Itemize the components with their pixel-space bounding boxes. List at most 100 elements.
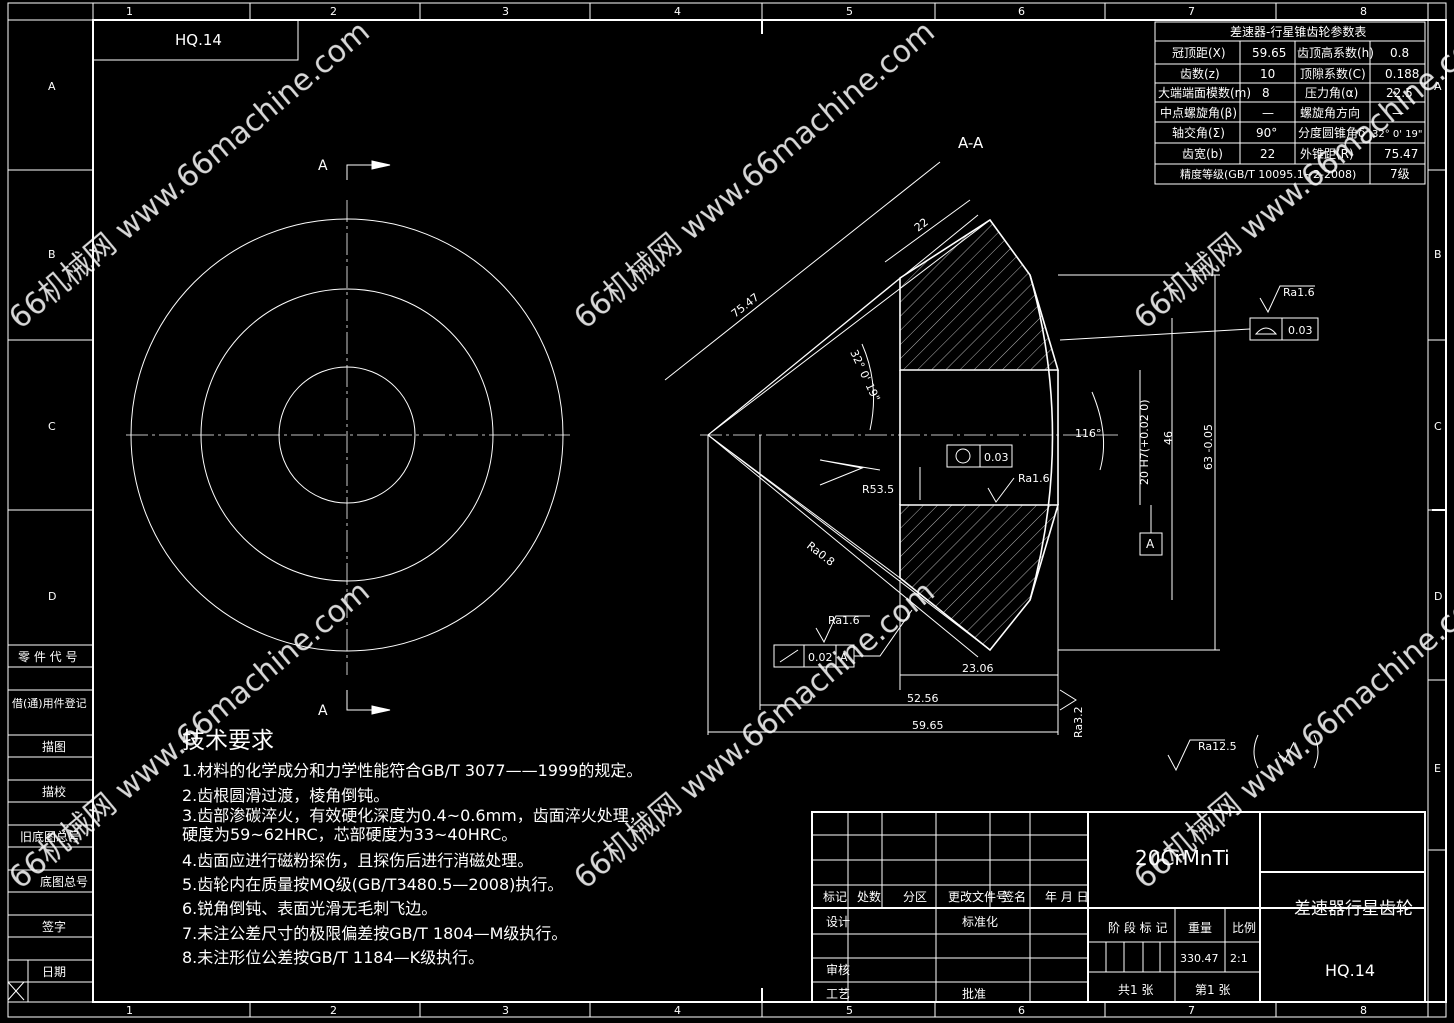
gtol-value-2: 0.03 xyxy=(1288,324,1313,337)
watermark-text: 66机械网 www.66machine.com xyxy=(568,14,942,336)
col-label: 8 xyxy=(1360,5,1367,18)
param-cell: 冠顶距(X) xyxy=(1172,46,1226,60)
col-label: 3 xyxy=(502,1004,509,1017)
roughness-general: Ra12.5 xyxy=(1198,740,1237,753)
section-mark-bottom: A xyxy=(318,703,328,719)
side-label: 旧底图总号 xyxy=(20,829,80,844)
rev-header: 处数 xyxy=(857,889,881,904)
tech-line: 5.齿轮内在质量按MQ级(GB/T3480.5—2008)执行。 xyxy=(182,875,563,894)
param-cell: — xyxy=(1262,106,1274,120)
dim-flat-width: 23.06 xyxy=(962,662,994,675)
roughness-1: Ra1.6 xyxy=(1018,472,1050,485)
tech-title: 技术要求 xyxy=(182,728,274,754)
param-cell: 大端端面模数(m) xyxy=(1158,85,1251,100)
tb-sheet-no: 第1 张 xyxy=(1195,983,1230,997)
col-label: 2 xyxy=(330,1004,337,1017)
param-cell: 90° xyxy=(1256,126,1277,140)
col-label: 5 xyxy=(846,5,853,18)
section-view: A-A 75.47 22 32° 0' 19" 116° R53.5 Ra0.8 xyxy=(664,134,1319,772)
tb-design: 设计 xyxy=(826,915,850,929)
watermark-text: 66机械网 www.66machine.com xyxy=(3,14,377,336)
tech-line: 8.未注形位公差按GB/T 1184—K级执行。 xyxy=(182,948,484,967)
tech-line: 7.未注公差尺寸的极限偏差按GB/T 1804—M级执行。 xyxy=(182,924,567,943)
side-label: 描图 xyxy=(42,740,66,754)
col-label: 4 xyxy=(674,5,681,18)
col-label: 7 xyxy=(1188,1004,1195,1017)
rev-header: 签名 xyxy=(1002,889,1026,904)
dim-hub-dia: 46 xyxy=(1162,431,1175,445)
tb-scale-label: 比例 xyxy=(1232,921,1256,935)
param-cell: 齿宽(b) xyxy=(1182,146,1223,161)
tb-scale: 2:1 xyxy=(1230,952,1248,965)
row-label: B xyxy=(48,248,56,261)
section-title: A-A xyxy=(958,134,984,152)
row-label: C xyxy=(1434,420,1442,433)
side-panel: 零 件 代 号 借(通)用件登记 描图 描校 旧底图总号 底图总号 签字 日期 xyxy=(7,644,93,1002)
col-label: 2 xyxy=(330,5,337,18)
param-cell: 22.5 xyxy=(1386,86,1413,100)
param-table-title: 差速器-行星锥齿轮参数表 xyxy=(1230,24,1366,39)
param-cell: 10 xyxy=(1260,67,1275,81)
dim-tip-fillet: Ra0.8 xyxy=(804,539,837,569)
col-label: 6 xyxy=(1018,1004,1025,1017)
roughness-4: Ra3.2 xyxy=(1072,706,1085,738)
row-label: C xyxy=(48,420,56,433)
tb-stage-mark: 阶 段 标 记 xyxy=(1108,920,1167,935)
param-cell: 顶隙系数(C) xyxy=(1300,66,1366,81)
title-drawing-no: HQ.14 xyxy=(1325,961,1375,980)
rev-header: 更改文件号 xyxy=(948,889,1008,904)
roughness-2: Ra1.6 xyxy=(1283,286,1315,299)
title-material: 20CrMnTi xyxy=(1135,846,1230,870)
col-label: 3 xyxy=(502,5,509,18)
section-mark-top: A xyxy=(318,158,328,174)
tech-line: 2.齿根圆滑过渡，棱角倒钝。 xyxy=(182,786,389,805)
param-cell: 分度圆锥角δ xyxy=(1298,125,1365,140)
dim-face-width: 22 xyxy=(912,216,931,235)
param-table: 差速器-行星锥齿轮参数表 冠顶距(X) 59.65 齿顶高系数(h) 0.8 齿… xyxy=(1154,21,1426,185)
side-label: 底图总号 xyxy=(40,874,88,889)
tech-line: 4.齿面应进行磁粉探伤，且探伤后进行消磁处理。 xyxy=(182,851,533,870)
watermark-text: 66机械网 www.66machine.com xyxy=(568,574,942,896)
side-label: 描校 xyxy=(42,784,66,799)
title-part-name: 差速器行星齿轮 xyxy=(1294,899,1413,919)
datum-label: A xyxy=(1146,537,1155,551)
tech-line: 1.材料的化学成分和力学性能符合GB/T 3077——1999的规定。 xyxy=(182,761,642,780)
roughness-3: Ra1.6 xyxy=(828,614,860,627)
param-cell: 59.65 xyxy=(1252,46,1286,60)
param-accuracy-label: 精度等级(GB/T 10095.1~2-2008) xyxy=(1180,167,1356,181)
gtol-datum-ref: A xyxy=(840,651,848,664)
param-accuracy-value: 7级 xyxy=(1390,167,1410,181)
dim-outer-dia: 63 -0.05 xyxy=(1202,424,1215,470)
side-label: 零 件 代 号 xyxy=(18,650,77,664)
side-label: 签字 xyxy=(42,919,66,934)
param-cell: 75.47 xyxy=(1384,147,1418,161)
side-label: 日期 xyxy=(42,965,66,979)
param-cell: 齿数(z) xyxy=(1180,66,1220,81)
param-cell: — xyxy=(1392,106,1404,120)
front-view: A A xyxy=(126,158,570,719)
row-label: B xyxy=(1434,248,1442,261)
tb-process: 工艺 xyxy=(826,987,850,1001)
rev-header: 年 月 日 xyxy=(1045,890,1089,904)
param-cell: 0.188 xyxy=(1385,67,1419,81)
drawing-number-box: HQ.14 xyxy=(93,20,299,61)
col-label: 5 xyxy=(846,1004,853,1017)
tech-line: 3.齿部渗碳淬火，有效硬化深度为0.4~0.6mm，齿面淬火处理， xyxy=(182,806,645,825)
row-label: A xyxy=(48,80,56,93)
gtol-value-1: 0.03 xyxy=(984,451,1009,464)
param-cell: 0.8 xyxy=(1390,46,1409,60)
dim-back-angle: 116° xyxy=(1075,427,1102,440)
col-label: 1 xyxy=(126,1004,133,1017)
watermark-text: 66机械网 www.66machine.com xyxy=(1128,574,1454,896)
rev-header: 分区 xyxy=(903,890,927,904)
tech-line: 硬度为59~62HRC，芯部硬度为33~40HRC。 xyxy=(182,825,517,844)
dim-length-2: 59.65 xyxy=(912,719,944,732)
tb-check: 审核 xyxy=(826,962,850,977)
dim-pitch-angle: 32° 0' 19" xyxy=(847,348,882,404)
col-label: 7 xyxy=(1188,5,1195,18)
param-cell: 8 xyxy=(1262,86,1270,100)
tb-sheets-total: 共1 张 xyxy=(1118,983,1153,997)
param-cell: 压力角(α) xyxy=(1305,86,1358,100)
dim-bore: 20 H7(+0.02 0) xyxy=(1138,399,1151,485)
